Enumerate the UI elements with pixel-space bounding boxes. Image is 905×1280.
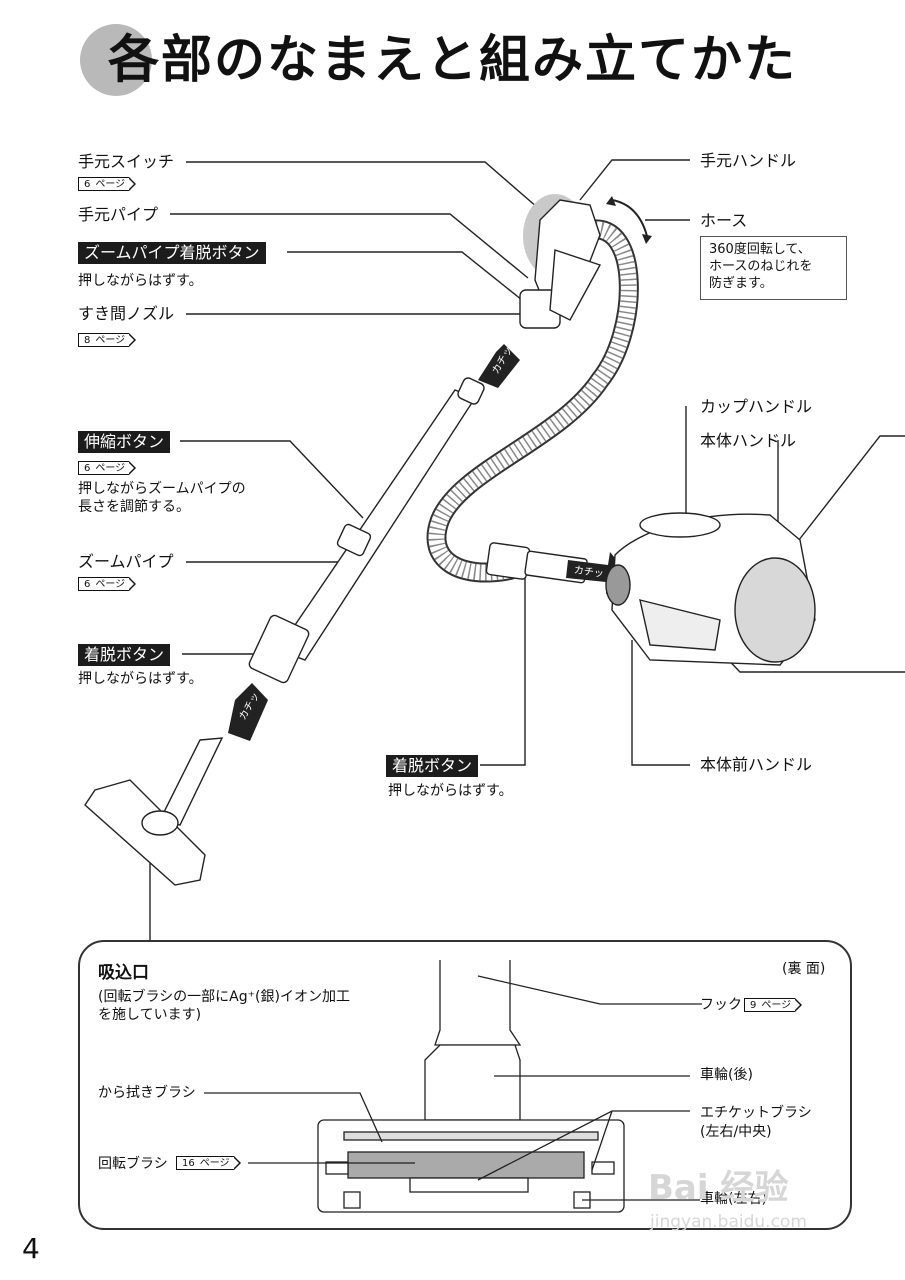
label-temoto-switch: 手元スイッチ (78, 152, 175, 171)
label-hontai-mae-handle: 本体前ハンドル (700, 755, 813, 774)
label-etiquette-brush-line2: (左右/中央) (700, 1124, 772, 1140)
page-ref-word: ページ (95, 178, 126, 190)
page-ref-number: 6 (84, 462, 91, 474)
chevron-right-icon (128, 577, 137, 591)
page-ref-number: 6 (84, 578, 91, 590)
panel-title: 吸込口 (98, 963, 149, 983)
watermark-url: jingyan.baidu.com (650, 1212, 807, 1232)
label-temoto-pipe: 手元パイプ (78, 205, 159, 224)
page-ref-word: ページ (95, 578, 126, 590)
label-wheel-rear: 車輪(後) (700, 1067, 753, 1083)
suction-nozzle-panel (78, 940, 852, 1230)
arrow-upper-kachi (478, 344, 520, 388)
title-decoration-circle (80, 24, 152, 96)
page-ref-zoom-pipe[interactable]: 6 ページ (78, 577, 137, 591)
note-zoom-detach: 押しながらはずす。 (78, 273, 203, 289)
page-ref-word: ページ (199, 1157, 230, 1169)
label-hontai-handle: 本体ハンドル (700, 431, 797, 450)
page-ref-word: ページ (761, 999, 792, 1011)
page-ref-number: 9 (750, 999, 757, 1011)
hose-note-line1: 360度回転して、 (709, 242, 811, 257)
panel-desc-line1: (回転ブラシの一部にAg⁺(銀)イオン加工 (98, 989, 350, 1005)
note-detach-center: 押しながらはずす。 (388, 783, 513, 799)
page-ref-number: 8 (84, 334, 91, 346)
chevron-right-icon (128, 461, 137, 475)
label-detach-button-center: 着脱ボタン (386, 755, 479, 777)
label-detach-button-left: 着脱ボタン (78, 644, 171, 666)
page-ref-kaiten-brush[interactable]: 16 ページ (176, 1156, 241, 1170)
label-hose: ホース (700, 211, 748, 230)
label-zoom-detach-button: ズームパイプ着脱ボタン (78, 242, 266, 264)
hose-note-line2: ホースのねじれを (709, 259, 813, 274)
label-kaiten-brush: 回転ブラシ (98, 1156, 168, 1172)
chevron-right-icon (232, 1156, 241, 1170)
label-zoom-pipe: ズームパイプ (78, 552, 174, 571)
panel-back-label: (裏 面) (782, 961, 826, 977)
label-cup-handle: カップハンドル (700, 397, 813, 416)
leader-line-temoto-switch (186, 161, 546, 215)
label-etiquette-brush-line1: エチケットブラシ (700, 1105, 812, 1121)
label-shinshuku-button: 伸縮ボタン (78, 431, 171, 453)
chevron-right-icon (128, 177, 137, 191)
note-shinshuku-line2: 長さを調節する。 (78, 499, 190, 515)
label-hook: フック (700, 997, 742, 1013)
page-ref-hook[interactable]: 9 ページ (744, 998, 803, 1012)
page-ref-shinshuku-button[interactable]: 6 ページ (78, 461, 137, 475)
page-ref-number: 6 (84, 178, 91, 190)
label-sukima-nozzle: すき間ノズル (78, 304, 175, 323)
label-temoto-handle: 手元ハンドル (700, 151, 797, 170)
page-ref-word: ページ (95, 334, 126, 346)
page-ref-number: 16 (182, 1157, 195, 1169)
page-ref-temoto-switch[interactable]: 6 ページ (78, 177, 137, 191)
hose-note-box: 360度回転して、 ホースのねじれを 防ぎます。 (700, 236, 847, 300)
page-title: 各部のなまえと組み立てかた (108, 31, 798, 90)
label-wheel-lr: 車輪(左右) (700, 1191, 767, 1207)
chevron-right-icon (794, 998, 803, 1012)
chevron-right-icon (128, 333, 137, 347)
note-detach-left: 押しながらはずす。 (78, 671, 203, 687)
page-number: 4 (22, 1232, 40, 1265)
watermark-logo: Bai 经验 (648, 1168, 789, 1208)
page-ref-word: ページ (95, 462, 126, 474)
note-shinshuku-line1: 押しながらズームパイプの (78, 481, 246, 497)
hose-note-line3: 防ぎます。 (709, 276, 773, 291)
panel-desc-line2: を施しています) (98, 1007, 202, 1023)
arrow-left-kachi (228, 683, 268, 741)
page-ref-sukima-nozzle[interactable]: 8 ページ (78, 333, 137, 347)
label-karabuki-brush: から拭きブラシ (98, 1085, 196, 1101)
